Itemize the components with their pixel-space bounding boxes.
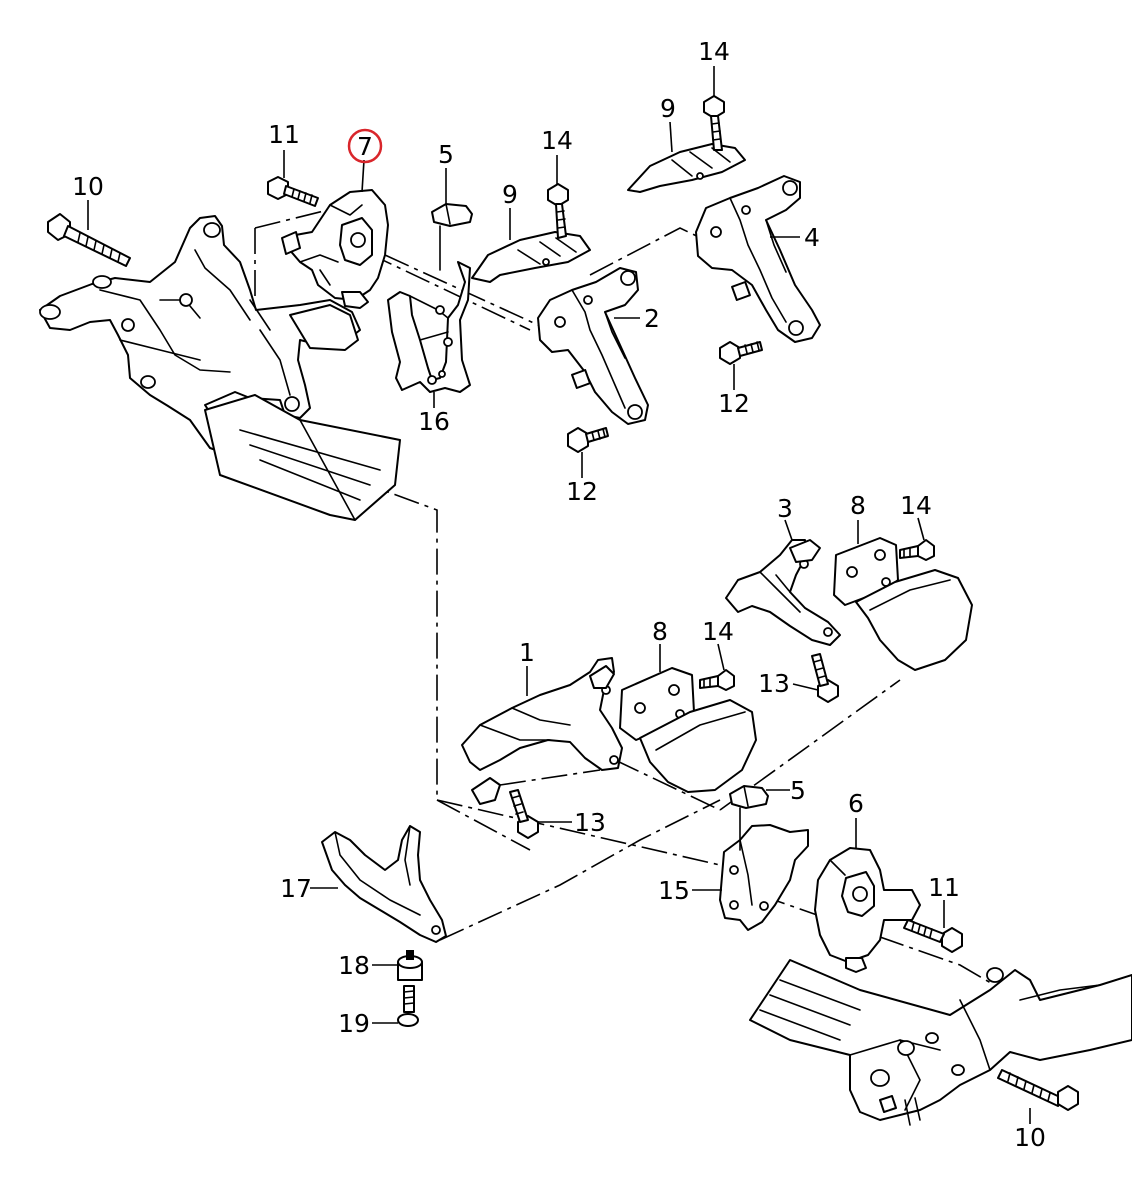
part-4-bracket [695, 175, 821, 343]
part-9-heat-shield-b [627, 143, 746, 193]
part-1-bracket [461, 657, 623, 805]
leader-lines [87, 66, 1031, 1124]
callout-14-d: 14 [702, 617, 734, 646]
callout-15: 15 [658, 876, 690, 905]
callout-1: 1 [519, 638, 535, 667]
callout-13-a: 13 [758, 669, 790, 698]
callout-8-top: 8 [850, 491, 866, 520]
callout-8-mid: 8 [652, 617, 668, 646]
callout-10-top: 10 [72, 172, 104, 201]
callout-10-lower: 10 [1014, 1123, 1046, 1152]
bolt-14-b [703, 95, 725, 151]
assembly-dash-lines [254, 204, 1021, 1001]
bolt-12-b [567, 427, 609, 453]
callout-2: 2 [644, 304, 660, 333]
callout-12-a: 12 [718, 389, 750, 418]
callout-labels: 10 11 7 5 14 9 9 14 4 2 12 12 16 3 8 14 … [72, 37, 1046, 1152]
callout-12-b: 12 [566, 477, 598, 506]
rear-mount-block-top [855, 569, 973, 671]
callout-11-lower: 11 [928, 873, 960, 902]
part-16-bracket [387, 261, 471, 393]
callout-9-b: 9 [660, 94, 676, 123]
callout-6: 6 [848, 789, 864, 818]
part-18-bushing [397, 950, 423, 981]
part-9-heat-shield-a [471, 231, 591, 283]
bolt-14-c [899, 539, 935, 561]
callout-3: 3 [777, 494, 793, 523]
bolt-10-top [47, 213, 131, 267]
highlight-circle [347, 128, 383, 164]
part-7-mount [281, 189, 389, 309]
bolt-13-a [811, 653, 839, 703]
callout-14-a: 14 [541, 126, 573, 155]
subframe-rear-bottom [749, 959, 1132, 1126]
bolt-11-lower [903, 919, 963, 953]
bolt-10-lower [997, 1069, 1079, 1111]
part-5-top-clip [431, 203, 473, 271]
part-3-bracket [725, 539, 841, 646]
bolt-12-a [719, 341, 763, 365]
part-17-bracket [321, 825, 447, 943]
callout-9-a: 9 [502, 180, 518, 209]
subframe-front-top [39, 215, 401, 521]
part-5-lower-clip [729, 785, 769, 851]
callout-4: 4 [804, 223, 820, 252]
callout-13-b: 13 [574, 808, 606, 837]
bolt-11-top [267, 176, 319, 207]
bolt-14-d [699, 669, 735, 691]
callout-11-top: 11 [268, 120, 300, 149]
bolt-14-a [547, 183, 569, 239]
part-19-bolt [397, 985, 419, 1027]
callout-18: 18 [338, 951, 370, 980]
rear-mount-block-mid [639, 699, 757, 793]
bolt-13-b [509, 789, 539, 839]
callout-14-b: 14 [698, 37, 730, 66]
callout-16: 16 [418, 407, 450, 436]
callout-17: 17 [280, 874, 312, 903]
part-6-mount [814, 847, 921, 973]
part-2-bracket [537, 267, 649, 425]
callout-19: 19 [338, 1009, 370, 1038]
part-15-bracket [719, 824, 809, 931]
callout-5-lower: 5 [790, 776, 806, 805]
callout-14-c: 14 [900, 491, 932, 520]
callout-7: 7 [357, 132, 373, 161]
callout-5-top: 5 [438, 140, 454, 169]
